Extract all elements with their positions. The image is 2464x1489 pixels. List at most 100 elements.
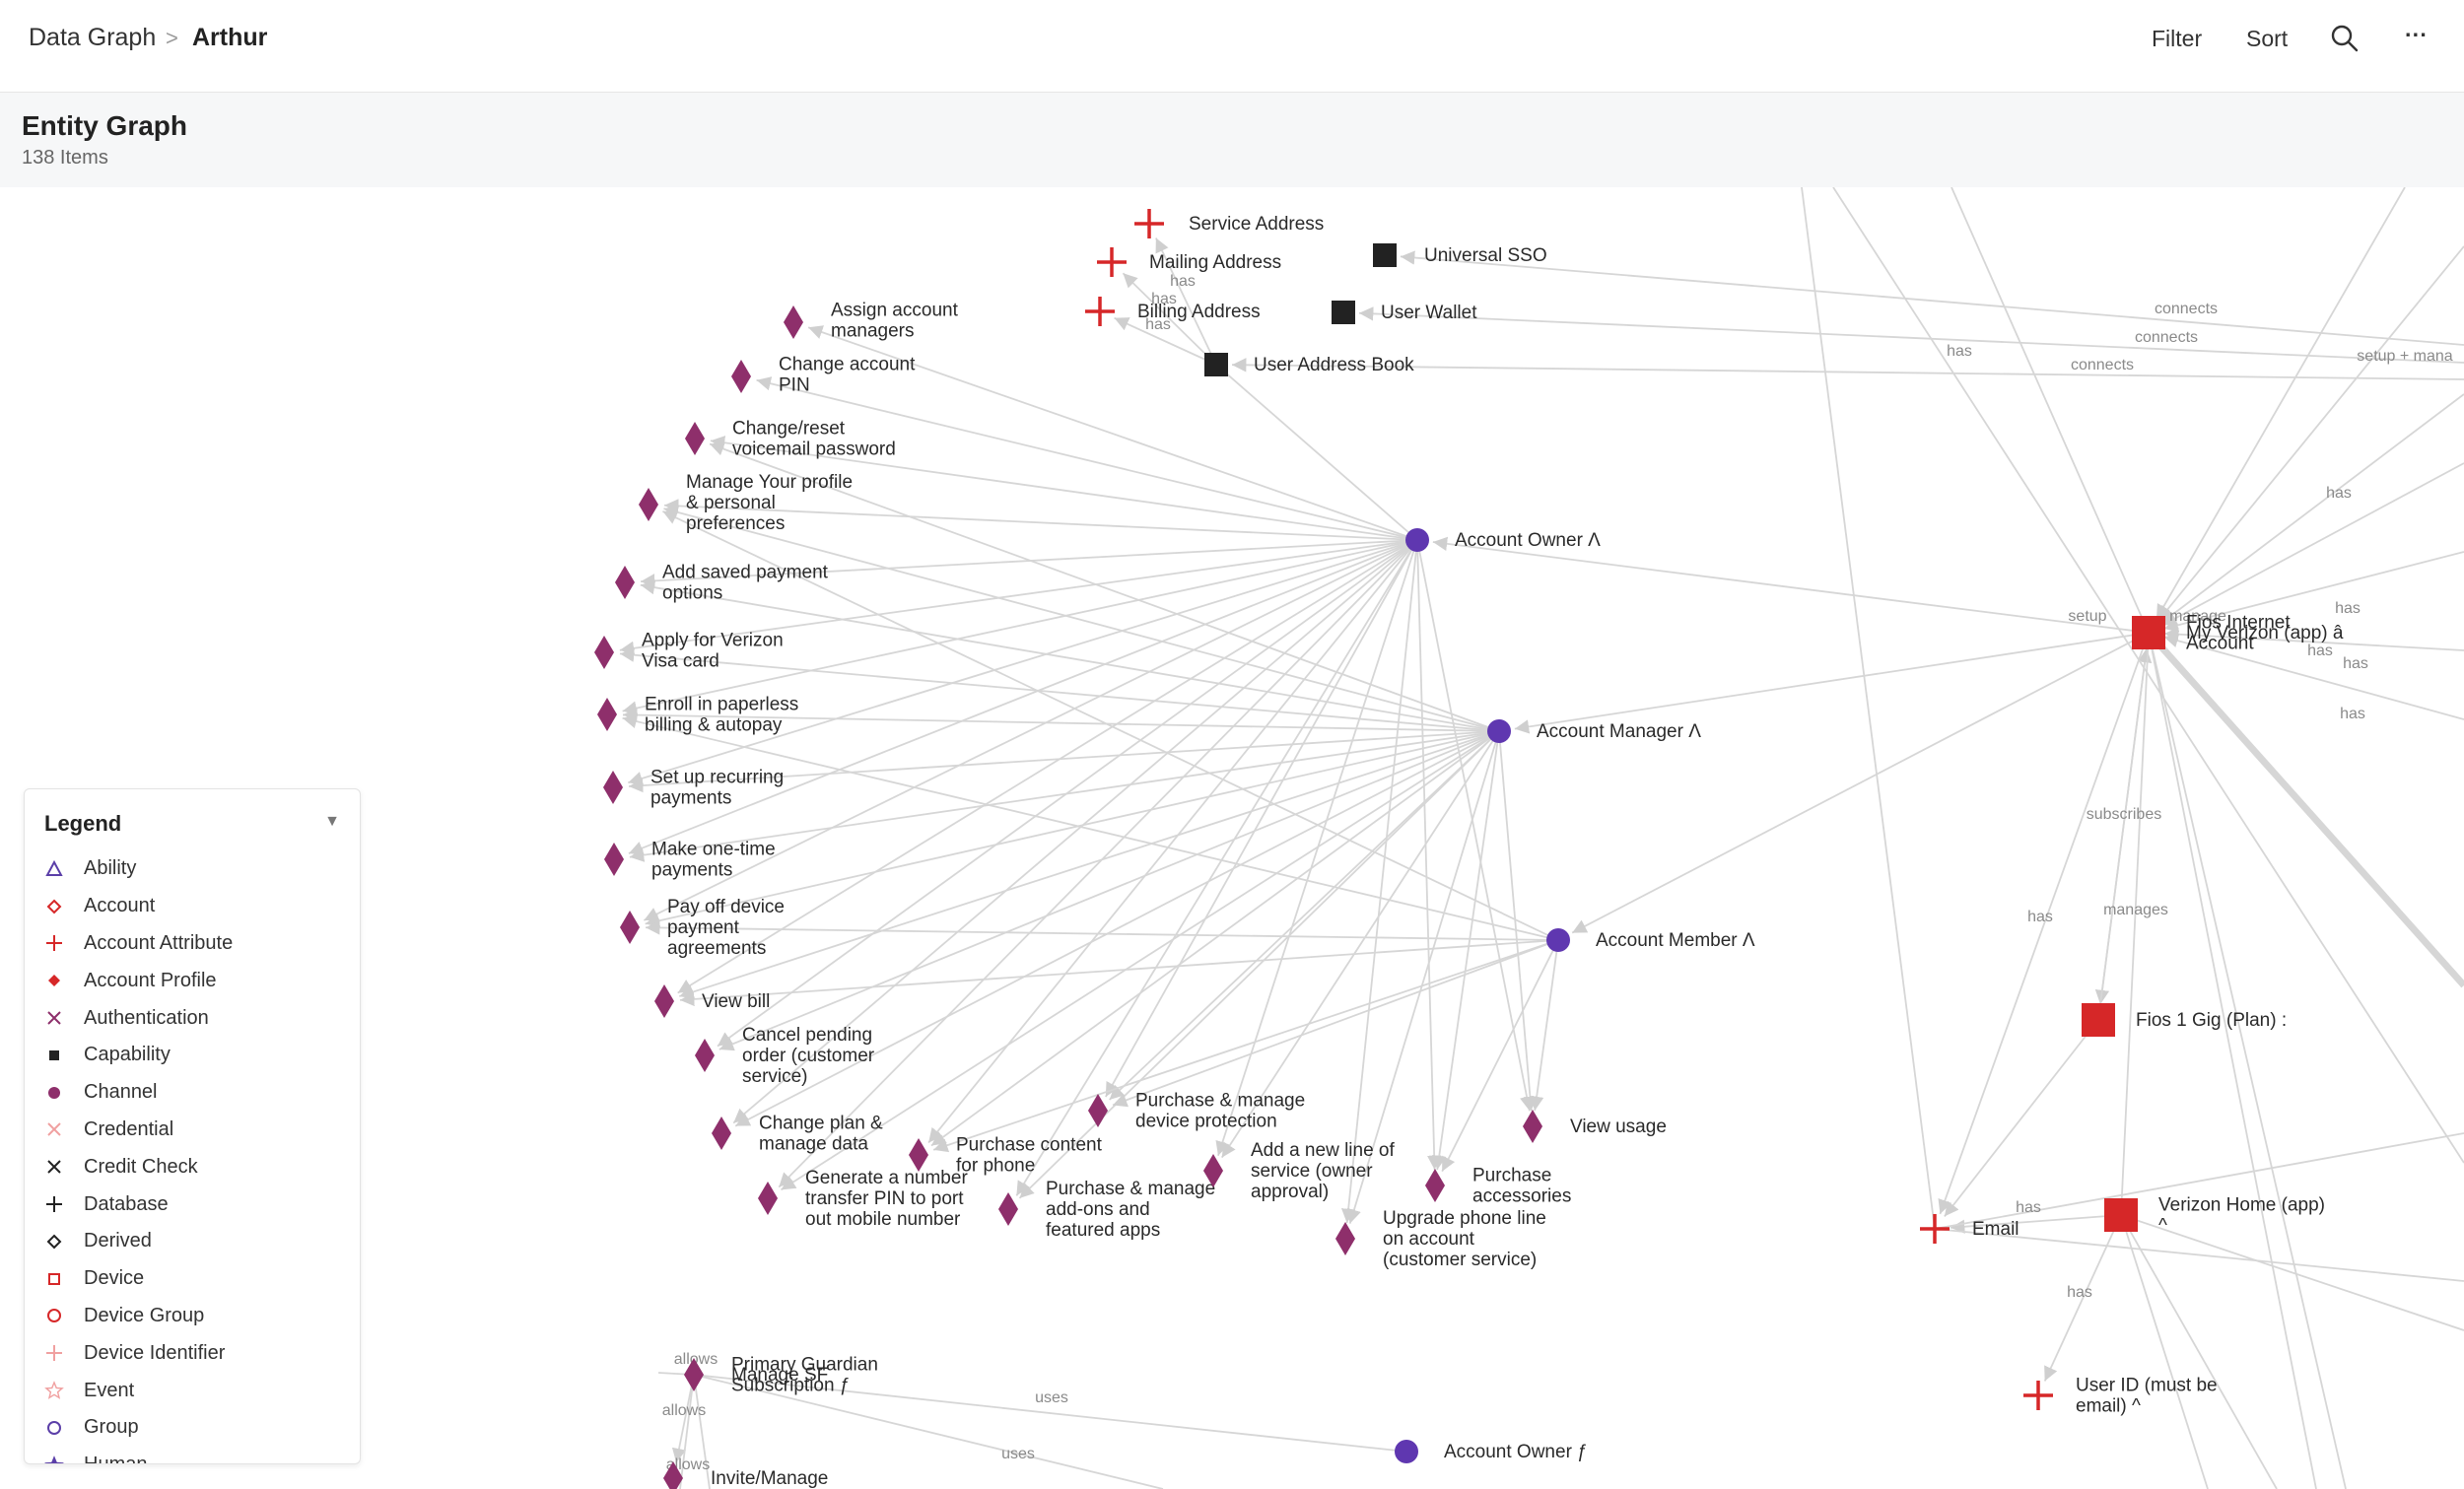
diamond-icon[interactable] [684, 1358, 704, 1391]
diamond-icon[interactable] [731, 360, 751, 393]
plus-icon[interactable] [1097, 247, 1127, 277]
graph-edge [2146, 630, 2464, 988]
edge-label: has [2343, 655, 2368, 672]
node-change-plan[interactable]: Change plan &manage data [712, 1114, 883, 1155]
more-options-icon[interactable]: ··· [2405, 22, 2428, 47]
node-email[interactable]: Email [1920, 1214, 2019, 1244]
graph-edge [622, 539, 1418, 715]
graph-edge [1498, 730, 1538, 1112]
node-billing-address[interactable]: Billing Address [1085, 297, 1261, 326]
diamond-icon[interactable] [620, 911, 640, 944]
square-icon[interactable] [1373, 243, 1397, 267]
diamond-icon[interactable] [1523, 1110, 1542, 1143]
circle-icon[interactable] [1487, 719, 1511, 743]
diamond-icon[interactable] [615, 566, 635, 599]
edge-label: has [1947, 343, 1972, 360]
node-invite-manage[interactable]: Invite/Manage [663, 1461, 828, 1489]
diamond-icon[interactable] [695, 1039, 715, 1072]
diamond-icon[interactable] [1088, 1094, 1108, 1127]
diamond-icon[interactable] [1425, 1169, 1445, 1202]
node-user-address-book[interactable]: User Address Book [1204, 353, 1414, 376]
diamond-icon[interactable] [1203, 1154, 1223, 1187]
square-icon[interactable] [1204, 353, 1228, 376]
node-account-owner[interactable]: Account Owner Λ [1405, 528, 1601, 552]
diamond-icon[interactable] [909, 1138, 928, 1172]
breadcrumb-root[interactable]: Data Graph [29, 24, 157, 51]
diamond-icon[interactable] [784, 305, 803, 339]
edge-label: connects [2135, 329, 2198, 346]
edge-label: connects [2155, 301, 2218, 317]
node-mailing-address[interactable]: Mailing Address [1097, 247, 1281, 277]
plus-icon[interactable] [1085, 297, 1115, 326]
node-fios-1-gig[interactable]: Fios 1 Gig (Plan) : [2082, 1003, 2287, 1037]
legend-circle-outline-icon [47, 1309, 61, 1323]
square-icon[interactable] [2132, 616, 2165, 649]
diamond-icon[interactable] [639, 488, 658, 521]
square-icon[interactable] [2082, 1003, 2115, 1037]
node-account-owner-f[interactable]: Account Owner ƒ [1395, 1440, 1588, 1463]
legend-item-label: Ability [84, 857, 137, 880]
plus-icon[interactable] [2023, 1381, 2053, 1410]
square-icon[interactable] [1332, 301, 1355, 324]
diamond-icon[interactable] [712, 1117, 731, 1150]
node-view-bill[interactable]: View bill [654, 984, 770, 1018]
legend-collapse-icon[interactable]: ▼ [324, 813, 340, 830]
diamond-icon[interactable] [654, 984, 674, 1018]
diamond-icon[interactable] [663, 1461, 683, 1489]
search-icon[interactable] [2330, 24, 2360, 59]
node-myverizon-app[interactable]: My Verizon (app) â [2132, 616, 2344, 649]
diamond-icon[interactable] [685, 422, 705, 455]
filter-button[interactable]: Filter [2152, 26, 2203, 51]
node-user-wallet[interactable]: User Wallet [1332, 301, 1477, 324]
circle-icon[interactable] [1405, 528, 1429, 552]
node-service-address[interactable]: Service Address [1134, 209, 1324, 238]
node-account-member[interactable]: Account Member Λ [1546, 928, 1755, 952]
diamond-icon[interactable] [758, 1182, 778, 1215]
square-icon[interactable] [2104, 1198, 2138, 1232]
node-account-manager[interactable]: Account Manager Λ [1487, 719, 1701, 743]
graph-edge [619, 539, 1418, 655]
node-verizon-home-app[interactable]: Verizon Home (app)^ [2104, 1195, 2325, 1237]
diamond-icon[interactable] [1335, 1222, 1355, 1255]
node-view-usage[interactable]: View usage [1523, 1110, 1667, 1143]
sort-button[interactable]: Sort [2246, 26, 2289, 51]
diamond-icon[interactable] [594, 636, 614, 669]
graph-edge [1340, 539, 1418, 1224]
edge-label: has [2335, 600, 2361, 617]
plus-icon[interactable] [1134, 209, 1164, 238]
diamond-icon[interactable] [603, 771, 623, 804]
graph-edge [930, 730, 1500, 1147]
circle-icon[interactable] [1546, 928, 1570, 952]
diamond-icon[interactable] [597, 698, 617, 731]
circle-icon[interactable] [1395, 1440, 1418, 1463]
plus-icon[interactable] [1920, 1214, 1950, 1244]
node-manage-sf[interactable]: Manage SF [684, 1358, 828, 1391]
diamond-icon[interactable] [604, 843, 624, 876]
node-universal-sso[interactable]: Universal SSO [1373, 243, 1547, 267]
diamond-icon[interactable] [998, 1192, 1018, 1226]
